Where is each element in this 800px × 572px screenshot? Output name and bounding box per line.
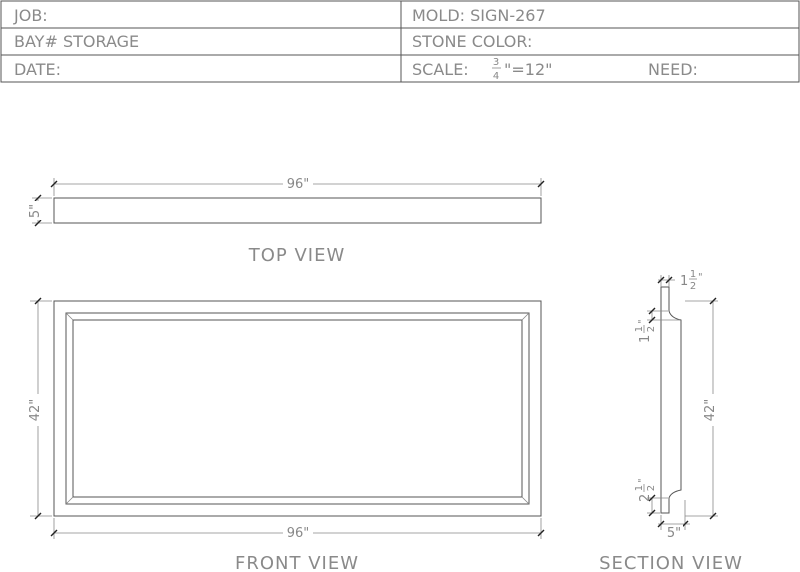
section-upper-step-denominator: 2 <box>646 326 657 332</box>
inch-mark: " <box>637 319 648 324</box>
dimension-text-mask <box>28 394 48 426</box>
dimension-tick <box>537 180 545 188</box>
dimension-tick <box>34 297 42 305</box>
section-top-lip-dim: 1 1 2 " <box>680 269 703 292</box>
section-lower-step-numerator: 1 <box>634 485 645 491</box>
section-lower-step-dim: 2 1 2 " <box>634 478 657 502</box>
section-upper-step-whole: 1 <box>638 335 653 343</box>
bevel-corner-line <box>65 496 74 505</box>
section-top-lip-denominator: 2 <box>690 281 696 292</box>
dimension-text-mask <box>27 201 43 220</box>
dimension-tick <box>709 512 717 520</box>
date-label: DATE: <box>14 60 61 79</box>
dimension-tick <box>665 276 673 284</box>
dimension-text-mask <box>283 176 313 190</box>
section-lower-step-denominator: 2 <box>646 485 657 491</box>
dimension-tick <box>537 529 545 537</box>
dimension-tick <box>657 520 665 528</box>
dimension-tick <box>648 509 656 517</box>
scale-label: SCALE: 3 4 "=12" <box>412 57 552 82</box>
scale-fraction-denominator: 4 <box>493 71 499 82</box>
dimension-tick <box>657 276 665 284</box>
inch-mark: " <box>637 478 648 483</box>
dimension-text-mask <box>665 525 683 539</box>
front-view-label: FRONT VIEW <box>235 553 359 572</box>
dimension-text-mask <box>703 394 723 426</box>
dimension-text-mask <box>283 525 313 539</box>
inch-mark: " <box>698 272 703 283</box>
bevel-corner-line <box>521 312 530 321</box>
front-view-height-dim: 42" <box>28 399 43 422</box>
section-top-lip-whole: 1 <box>680 274 688 289</box>
top-view: 96" 5" TOP VIEW <box>27 176 545 266</box>
dimension-tick <box>50 180 58 188</box>
top-view-depth-dim: 5" <box>28 204 43 218</box>
top-view-outline <box>53 197 542 224</box>
top-view-label: TOP VIEW <box>248 245 346 266</box>
section-upper-step-numerator: 1 <box>634 326 645 332</box>
dimension-tick <box>50 529 58 537</box>
dimension-tick <box>648 316 656 324</box>
front-view-bevel-outline <box>65 312 530 505</box>
dimension-tick <box>648 494 656 502</box>
bay-label: BAY# STORAGE <box>14 32 139 51</box>
section-upper-step-dim: 1 1 2 " <box>634 319 657 343</box>
section-view-profile <box>660 286 682 514</box>
scale-prefix: SCALE: <box>412 60 469 79</box>
dimension-tick <box>648 307 656 315</box>
section-top-lip-numerator: 1 <box>690 269 696 280</box>
section-height-dim: 42" <box>703 399 718 422</box>
dimension-tick <box>34 512 42 520</box>
section-lower-step-whole: 2 <box>638 494 653 502</box>
bevel-corner-line <box>521 496 530 505</box>
job-label: JOB: <box>13 6 48 25</box>
dimension-tick <box>709 297 717 305</box>
top-view-width-dim: 96" <box>287 177 310 192</box>
front-view-outer-outline <box>53 300 542 517</box>
title-block: JOB: MOLD: SIGN-267 BAY# STORAGE STONE C… <box>0 0 800 83</box>
dimension-tick <box>34 194 42 202</box>
front-view: 42" 96" FRONT VIEW <box>28 297 545 572</box>
scale-fraction-numerator: 3 <box>493 57 499 68</box>
section-view: 1 1 2 " 1 1 2 " 42" <box>599 269 743 572</box>
section-view-label: SECTION VIEW <box>599 553 743 572</box>
title-block-frame <box>0 0 800 83</box>
front-view-inner-panel <box>72 319 523 498</box>
scale-suffix: "=12" <box>504 60 552 79</box>
front-view-width-dim: 96" <box>287 526 310 541</box>
need-label: NEED: <box>648 60 698 79</box>
section-depth-dim: 5" <box>667 526 681 541</box>
stone-color-label: STONE COLOR: <box>412 32 532 51</box>
dimension-tick <box>34 219 42 227</box>
mold-label: MOLD: SIGN-267 <box>412 6 546 25</box>
bevel-corner-line <box>65 312 74 321</box>
